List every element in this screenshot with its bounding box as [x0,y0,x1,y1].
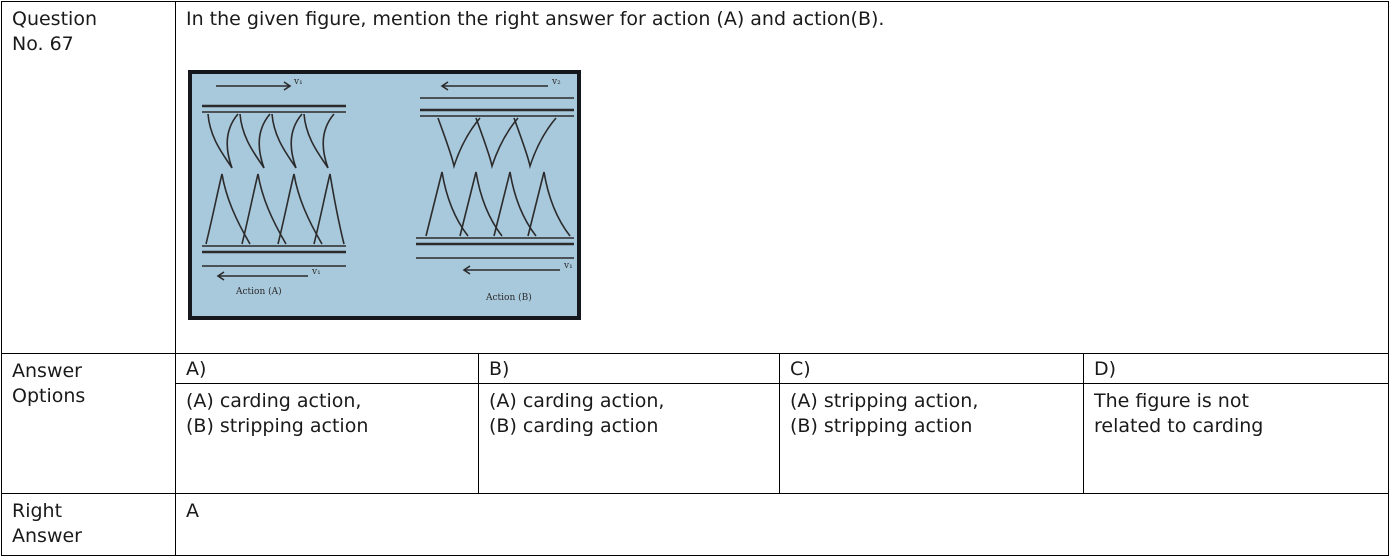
arrowhead-bottom-b [462,265,471,275]
option-b-letter: B) [489,358,510,380]
question-label-cell: Question No. 67 [1,1,176,354]
wire-b-top-2 [475,117,519,170]
option-c-letter: C) [790,358,811,380]
arrowhead-top-a [283,81,292,91]
wire-b-top-1 [437,117,481,170]
answer-options-label-cell: Answer Options [1,353,176,494]
option-c-text: (A) stripping action, (B) stripping acti… [790,390,979,437]
question-body-cell: In the given figure, mention the right a… [175,1,1389,354]
option-b-text: (A) carding action, (B) carding action [489,390,665,437]
wire-b-bot-3 [493,171,537,237]
option-a-letter-cell: A) [175,353,479,384]
wire-a-bot-2 [241,173,287,245]
velocity-bottom-a: v₁ [311,267,321,277]
velocity-bottom-b: v₁ [563,261,573,271]
wire-a-bot-1 [205,173,251,245]
wire-a-top-2 [239,113,271,169]
velocity-top-a: v₁ [293,77,303,87]
right-answer-label-cell: Right Answer [1,493,176,556]
wire-b-bot-1 [425,171,469,237]
right-answer-value: A [186,500,199,522]
label-action-b: Action (B) [485,292,532,303]
wire-a-top-4 [303,113,335,169]
velocity-top-b: v₂ [551,77,561,87]
right-answer-label: Right Answer [12,500,82,547]
option-b-letter-cell: B) [478,353,780,384]
option-a-text: (A) carding action, (B) stripping action [186,390,369,437]
figure-svg: v₁ v₁ v₂ v₁ Action (A) Action (B) [192,74,577,316]
carding-action-figure: v₁ v₁ v₂ v₁ Action (A) Action (B) [188,70,581,320]
wire-a-top-1 [207,113,239,169]
arrowhead-top-b [440,81,449,91]
arrowhead-bottom-a [216,271,225,281]
wire-b-bot-4 [527,171,571,237]
question-text: In the given figure, mention the right a… [186,8,885,30]
label-action-a: Action (A) [235,286,282,297]
answer-options-label: Answer Options [12,360,86,407]
option-c-text-cell: (A) stripping action, (B) stripping acti… [779,383,1084,494]
option-b-text-cell: (A) carding action, (B) carding action [478,383,780,494]
option-d-text: The figure is not related to carding [1094,390,1264,437]
wire-a-bot-3 [277,173,323,245]
option-d-text-cell: The figure is not related to carding [1083,383,1389,494]
option-a-letter: A) [186,358,207,380]
question-label: Question No. 67 [12,8,97,55]
option-c-letter-cell: C) [779,353,1084,384]
wire-a-bot-4 [313,173,345,245]
wire-b-bot-2 [459,171,503,237]
option-d-letter: D) [1094,358,1117,380]
option-a-text-cell: (A) carding action, (B) stripping action [175,383,479,494]
option-d-letter-cell: D) [1083,353,1389,384]
right-answer-value-cell: A [175,493,1389,556]
wire-b-top-3 [513,117,557,170]
wire-a-top-3 [271,113,303,169]
